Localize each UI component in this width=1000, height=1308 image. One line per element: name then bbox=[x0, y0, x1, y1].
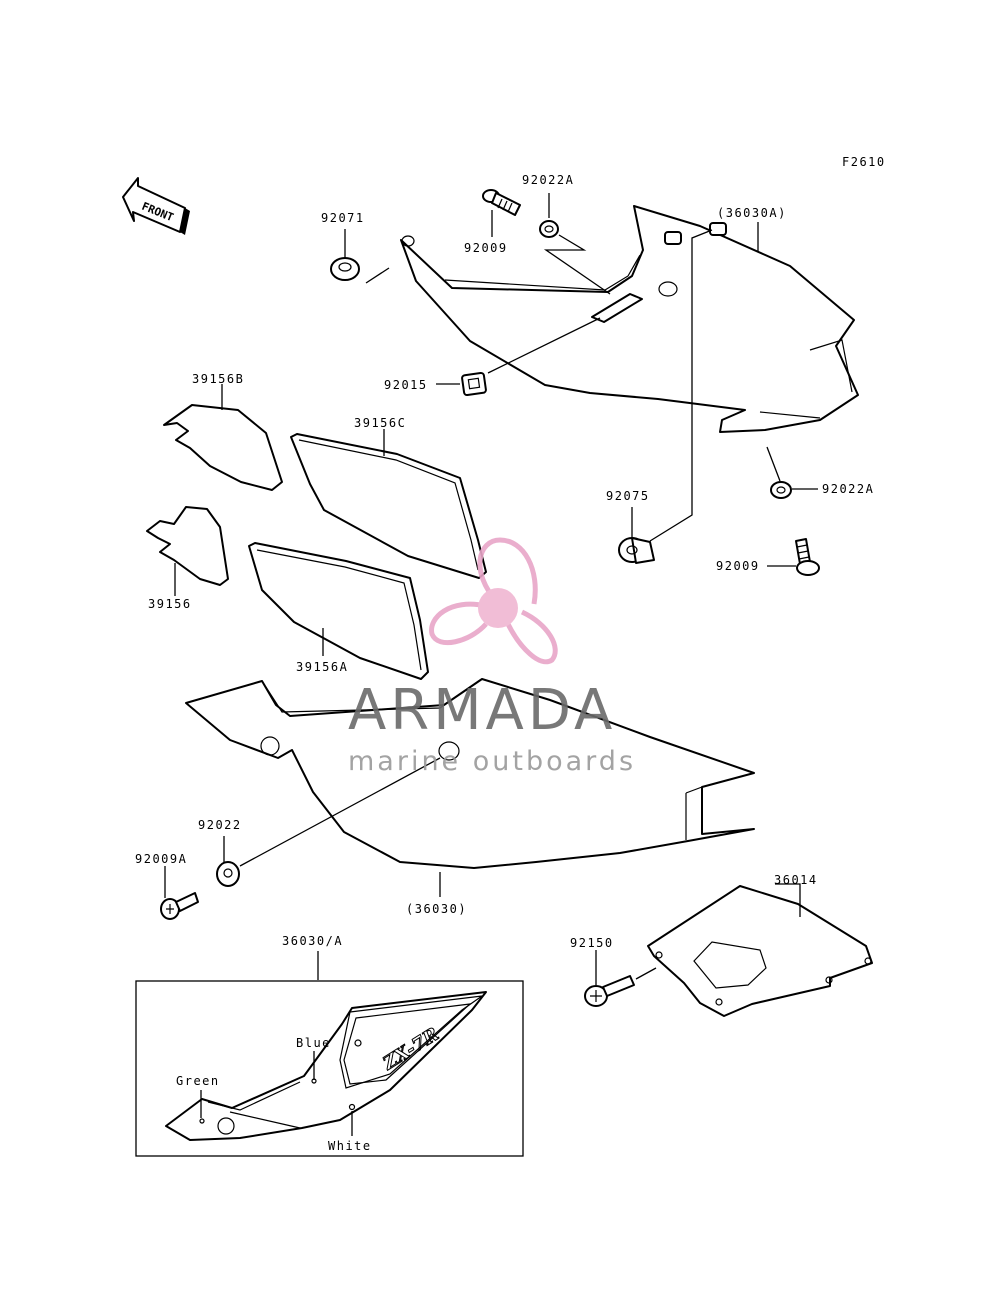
bolt-92009-right bbox=[795, 538, 820, 576]
side-cover-decal-drawing: ZX-7R bbox=[165, 991, 487, 1141]
bolt-92009A bbox=[160, 892, 199, 920]
callout-92009-top: 92009 bbox=[464, 241, 508, 255]
pad-39156B bbox=[163, 404, 283, 491]
side-cover-left bbox=[185, 678, 755, 869]
bolt-92009-top bbox=[482, 189, 521, 216]
callout-39156B: 39156B bbox=[192, 372, 244, 386]
watermark-brand: ARMADA bbox=[348, 678, 616, 743]
grommet-92022A-right bbox=[770, 481, 792, 499]
pad-39156C bbox=[290, 433, 487, 579]
callout-36030: (36030) bbox=[406, 902, 467, 916]
grommet-92071 bbox=[330, 257, 360, 281]
label-white: White bbox=[328, 1139, 372, 1153]
clip-92015 bbox=[461, 371, 487, 397]
callout-36030-A: 36030/A bbox=[282, 934, 343, 948]
callout-92022: 92022 bbox=[198, 818, 242, 832]
label-green: Green bbox=[176, 1074, 220, 1088]
callout-92022A-right: 92022A bbox=[822, 482, 874, 496]
pad-39156 bbox=[146, 506, 229, 586]
color-variant-inset bbox=[135, 980, 524, 1157]
watermark-tagline: marine outboards bbox=[348, 746, 636, 777]
callout-36030A: (36030A) bbox=[717, 206, 787, 220]
grommet-92022A-top bbox=[539, 220, 559, 238]
callout-92150: 92150 bbox=[570, 936, 614, 950]
label-blue: Blue bbox=[296, 1036, 331, 1050]
propeller-logo-icon bbox=[429, 537, 558, 665]
callout-92075: 92075 bbox=[606, 489, 650, 503]
side-cover-right bbox=[400, 205, 859, 433]
callout-39156C: 39156C bbox=[354, 416, 406, 430]
figure-code: F2610 bbox=[842, 155, 886, 169]
callout-92009A: 92009A bbox=[135, 852, 187, 866]
pad-39156A bbox=[248, 542, 429, 680]
callout-39156A: 39156A bbox=[296, 660, 348, 674]
callout-92009-right: 92009 bbox=[716, 559, 760, 573]
callout-92071: 92071 bbox=[321, 211, 365, 225]
grommet-92022 bbox=[216, 861, 240, 887]
callout-39156: 39156 bbox=[148, 597, 192, 611]
damper-92075 bbox=[618, 537, 655, 564]
bolt-92150 bbox=[584, 975, 635, 1007]
callout-36014: 36014 bbox=[774, 873, 818, 887]
bracket-36014 bbox=[647, 885, 873, 1017]
watermark: ARMADA marine outboards bbox=[348, 537, 636, 777]
callout-92022A-top: 92022A bbox=[522, 173, 574, 187]
front-arrow-icon: FRONT bbox=[122, 177, 190, 235]
callout-92015: 92015 bbox=[384, 378, 428, 392]
